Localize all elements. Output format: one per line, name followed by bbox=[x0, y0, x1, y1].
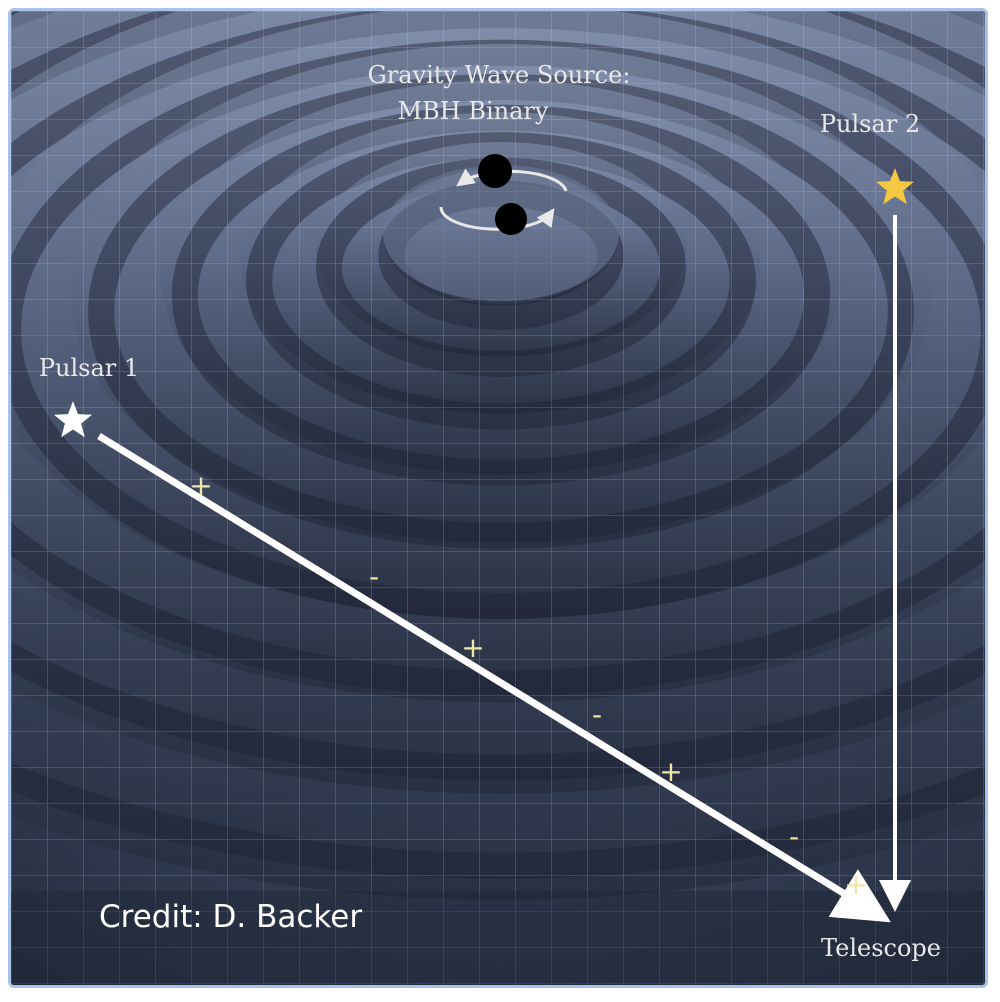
black-hole-2 bbox=[495, 203, 527, 235]
source-title: Gravity Wave Source: bbox=[368, 61, 631, 89]
pulsar1-label: Pulsar 1 bbox=[39, 354, 139, 382]
pulsar2-label: Pulsar 2 bbox=[820, 110, 920, 138]
sign-marker: + bbox=[461, 631, 484, 664]
white-star-icon bbox=[54, 401, 92, 438]
diagram-frame: Gravity Wave Source: MBH Binary Pulsar 1… bbox=[8, 8, 988, 988]
sign-marker: - bbox=[369, 560, 379, 593]
gold-star-icon bbox=[876, 168, 914, 205]
sign-marker: - bbox=[789, 820, 799, 853]
central-mound bbox=[383, 165, 619, 301]
source-subtitle: MBH Binary bbox=[398, 97, 549, 125]
sign-marker: + bbox=[844, 868, 867, 901]
bottom-shade bbox=[11, 891, 985, 985]
credit-text: Credit: D. Backer bbox=[99, 899, 362, 935]
sign-marker: - bbox=[592, 698, 602, 731]
gravity-wave-diagram: Gravity Wave Source: MBH Binary Pulsar 1… bbox=[11, 11, 985, 985]
orbit-icon bbox=[439, 168, 568, 231]
sign-marker: + bbox=[659, 755, 682, 788]
black-hole-1 bbox=[478, 154, 512, 188]
telescope-label: Telescope bbox=[821, 934, 941, 962]
pulsar1-path-arrow bbox=[97, 433, 891, 923]
sign-marker: + bbox=[189, 469, 212, 502]
